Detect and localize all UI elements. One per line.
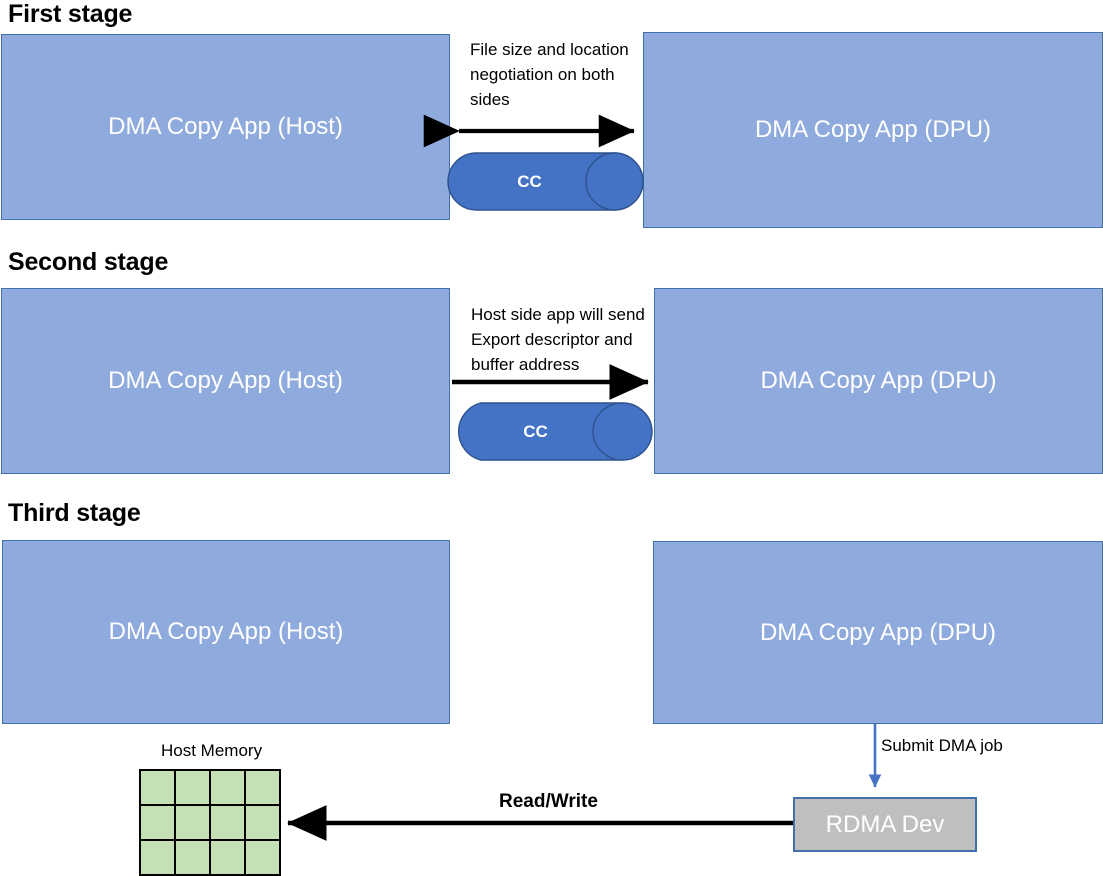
- stage1-note: File size and location negotiation on bo…: [470, 40, 629, 109]
- stage-heading-first: First stage: [8, 0, 133, 28]
- stage2-cc-channel: CC: [450, 402, 653, 461]
- stage3-host-app-label: DMA Copy App (Host): [108, 618, 344, 645]
- memory-cell: [176, 771, 211, 806]
- stage2-dpu-app-label: DMA Copy App (DPU): [760, 367, 997, 394]
- submit-dma-job-label: Submit DMA job: [881, 736, 1003, 755]
- stage3-dpu-app-label: DMA Copy App (DPU): [759, 618, 997, 646]
- memory-cell: [246, 806, 281, 841]
- rdma-device-box: RDMA Dev: [793, 797, 977, 852]
- memory-cell: [211, 806, 246, 841]
- memory-cell: [246, 771, 281, 806]
- rdma-device-label: RDMA Dev: [825, 810, 945, 838]
- memory-cell: [176, 841, 211, 876]
- stage1-dpu-app-box: DMA Copy App (DPU): [643, 32, 1103, 228]
- host-memory-grid: [139, 769, 281, 876]
- stage3-host-app-box: DMA Copy App (Host): [2, 540, 450, 724]
- stage2-host-app-box: DMA Copy App (Host): [1, 288, 450, 474]
- memory-cell: [176, 806, 211, 841]
- memory-cell: [246, 841, 281, 876]
- memory-cell: [141, 806, 176, 841]
- stage1-host-app-label: DMA Copy App (Host): [108, 113, 343, 140]
- memory-cell: [141, 771, 176, 806]
- stage-heading-third: Third stage: [8, 499, 141, 527]
- stage-heading-second: Second stage: [8, 248, 169, 276]
- stage2-note: Host side app will send Export descripto…: [471, 305, 645, 374]
- stage3-dpu-app-box: DMA Copy App (DPU): [653, 541, 1103, 724]
- stage1-cc-channel: CC: [447, 152, 644, 211]
- stage2-dpu-app-box: DMA Copy App (DPU): [654, 288, 1103, 474]
- memory-cell: [211, 841, 246, 876]
- host-memory-title: Host Memory: [161, 741, 263, 760]
- stage2-host-app-label: DMA Copy App (Host): [108, 367, 343, 394]
- read-write-label: Read/Write: [499, 791, 598, 812]
- stage1-dpu-app-label: DMA Copy App (DPU): [754, 116, 992, 143]
- memory-cell: [141, 841, 176, 876]
- memory-cell: [211, 771, 246, 806]
- stage1-host-app-box: DMA Copy App (Host): [1, 34, 450, 220]
